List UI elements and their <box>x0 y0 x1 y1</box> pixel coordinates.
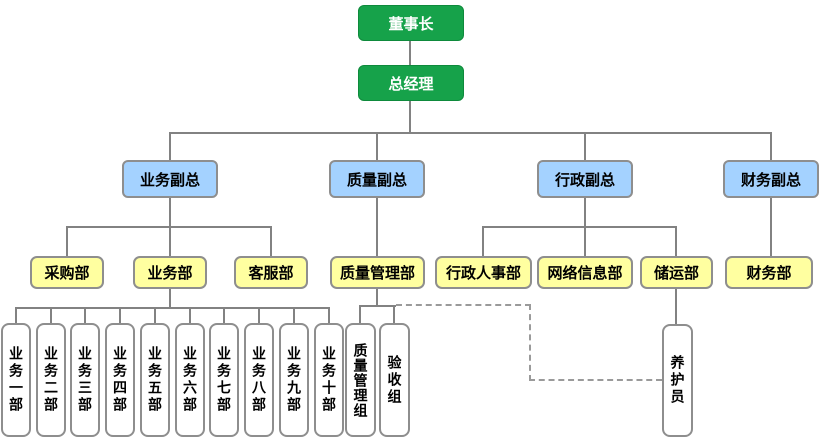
dashed-connector-bottom <box>529 379 662 381</box>
connector-drop-unit7 <box>223 307 225 323</box>
connector-quality-bus <box>359 305 396 307</box>
connector-drop-unit9 <box>293 307 295 323</box>
connector-vp1-bus <box>66 226 272 228</box>
connector-drop-unit6 <box>189 307 191 323</box>
connector-drop-vp3 <box>584 132 586 160</box>
dashed-connector-vertical <box>529 304 531 381</box>
node-dept-storage-transport: 储运部 <box>640 256 713 289</box>
node-vp-business: 业务副总 <box>122 160 218 198</box>
connector-drop-vp2 <box>376 132 378 160</box>
node-dept-quality-mgmt: 质量管理部 <box>330 256 425 289</box>
node-business-unit-7: 业务七部 <box>209 323 239 437</box>
dashed-connector-top <box>396 304 531 306</box>
connector-drop-unit2 <box>50 307 52 323</box>
node-business-unit-4: 业务四部 <box>105 323 135 437</box>
connector-drop-quality-group <box>359 305 361 323</box>
node-business-unit-5: 业务五部 <box>140 323 170 437</box>
connector-drop-admin-hr <box>482 226 484 256</box>
node-chairman: 董事长 <box>358 5 464 41</box>
node-dept-finance: 财务部 <box>725 256 813 289</box>
node-business-unit-6: 业务六部 <box>175 323 205 437</box>
connector-vp4-finance-dept <box>770 198 772 256</box>
node-maintenance-staff: 养护员 <box>662 324 693 437</box>
connector-drop-unit8 <box>258 307 260 323</box>
node-vp-finance: 财务副总 <box>723 160 819 198</box>
node-vp-quality: 质量副总 <box>329 160 425 198</box>
node-dept-customer-service: 客服部 <box>234 256 308 289</box>
node-quality-mgmt-group: 质量管理组 <box>345 323 376 437</box>
connector-drop-unit1 <box>15 307 17 323</box>
node-business-unit-2: 业务二部 <box>36 323 66 437</box>
connector-storage-maintenance <box>675 289 677 324</box>
node-business-unit-9: 业务九部 <box>279 323 309 437</box>
connector-business-bus <box>15 307 330 309</box>
node-business-unit-3: 业务三部 <box>70 323 100 437</box>
connector-drop-customer-service <box>270 226 272 256</box>
node-business-unit-1: 业务一部 <box>1 323 31 437</box>
connector-gm-bus <box>409 101 411 133</box>
node-dept-business: 业务部 <box>133 256 207 289</box>
connector-drop-vp4 <box>770 132 772 160</box>
connector-drop-vp1 <box>169 132 171 160</box>
node-dept-admin-hr: 行政人事部 <box>435 256 532 289</box>
node-dept-network-info: 网络信息部 <box>537 256 633 289</box>
node-business-unit-10: 业务十部 <box>314 323 344 437</box>
node-acceptance-group: 验收组 <box>379 323 410 437</box>
connector-drop-acceptance-group <box>393 305 395 323</box>
connector-business-center <box>169 289 171 308</box>
connector-drop-unit5 <box>154 307 156 323</box>
connector-drop-purchasing <box>66 226 68 256</box>
connector-chairman-gm <box>409 41 411 65</box>
connector-quality-center <box>376 289 378 306</box>
connector-vp3-bus <box>482 226 677 228</box>
connector-drop-unit4 <box>119 307 121 323</box>
connector-vp-bus <box>169 132 772 134</box>
connector-drop-storage <box>675 226 677 256</box>
connector-vp2-quality-dept <box>376 198 378 256</box>
node-vp-admin: 行政副总 <box>537 160 633 198</box>
connector-drop-unit10 <box>328 307 330 323</box>
node-dept-purchasing: 采购部 <box>30 256 104 289</box>
node-general-manager: 总经理 <box>358 65 464 101</box>
node-business-unit-8: 业务八部 <box>244 323 274 437</box>
connector-drop-unit3 <box>84 307 86 323</box>
